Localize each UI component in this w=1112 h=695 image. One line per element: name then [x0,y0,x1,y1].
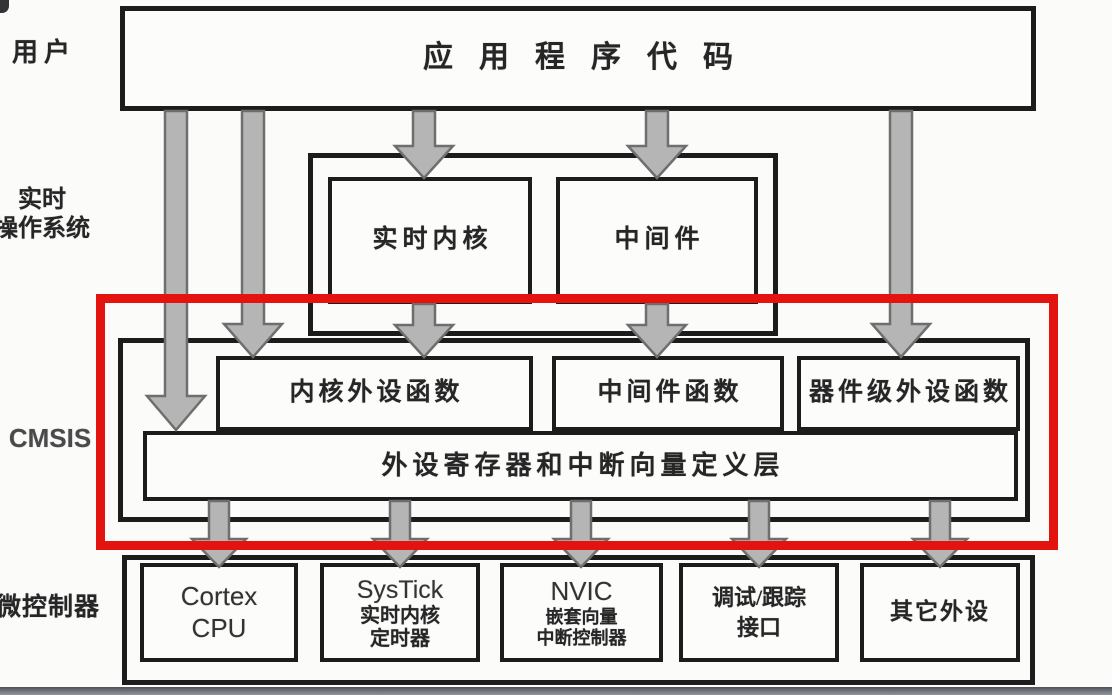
nvic-sublabel-line2: 中断控制器 [536,628,627,649]
register-to-other-peripherals-arrow-icon [910,499,970,569]
layer-label-user: 用户 [11,38,76,67]
layer-label-rtos-line2: 操作系统 [0,216,90,242]
middleware-functions-label: 中间件函数 [597,379,743,407]
layer-label-microcontroller: 微控制器 [0,594,100,621]
systick-timer-box: SysTick 实时内核 定时器 [320,563,480,662]
other-peripherals-label: 其它外设 [890,599,990,625]
register-to-cortex-arrow-icon [189,499,249,569]
cortex-cpu-box: Cortex CPU [140,563,298,662]
nvic-sublabel-line1: 嵌套向量 [545,607,618,628]
video-bottom-band [0,687,1112,695]
register-to-debug-arrow-icon [729,499,789,569]
debug-trace-interface-box: 调试/跟踪 接口 [679,563,839,662]
other-peripherals-box: 其它外设 [860,563,1020,662]
user-to-register-layer-arrow-icon [144,109,208,432]
application-code-box: 应用程序代码 [120,6,1036,111]
layer-label-cmsis: CMSIS [8,423,92,453]
user-to-core-functions-arrow-icon [221,109,285,359]
systick-sublabel-line2: 定时器 [370,627,430,650]
systick-sublabel-line1: 实时内核 [360,604,440,627]
app-to-middleware-arrow-icon [625,109,689,180]
device-peripheral-functions-label: 器件级外设函数 [808,379,1012,407]
peripheral-register-layer-box: 外设寄存器和中断向量定义层 [143,431,1018,501]
peripheral-register-layer-label: 外设寄存器和中断向量定义层 [381,451,785,481]
middleware-label: 中间件 [614,226,705,254]
device-peripheral-functions-box: 器件级外设函数 [797,356,1020,431]
systick-label: SysTick [356,575,444,604]
debug-trace-label-line1: 调试/跟踪 [711,584,807,610]
corner-artifact [0,0,9,13]
core-peripheral-functions-box: 内核外设函数 [216,356,533,431]
application-code-label: 应用程序代码 [423,41,759,75]
cortex-cpu-label-line2: CPU [191,612,247,643]
app-to-device-functions-arrow-icon [869,109,933,359]
cmsis-highlight-rectangle [96,294,1058,550]
debug-trace-label-line2: 接口 [736,614,781,640]
middleware-to-middleware-functions-arrow-icon [625,302,689,359]
rtos-kernel-label: 实时内核 [372,226,493,254]
layer-label-rtos: 实时 操作系统 [0,186,100,244]
nvic-box: NVIC 嵌套向量 中断控制器 [500,563,663,662]
core-peripheral-functions-label: 内核外设函数 [289,379,464,407]
cortex-cpu-label-line1: Cortex [180,581,258,612]
register-to-systick-arrow-icon [370,499,430,569]
rtos-kernel-to-core-functions-arrow-icon [392,302,456,359]
middleware-functions-box: 中间件函数 [552,356,784,431]
register-to-nvic-arrow-icon [551,499,611,569]
layer-label-rtos-line1: 实时 [18,187,66,213]
app-to-rtos-kernel-arrow-icon [392,109,456,180]
nvic-label: NVIC [550,576,613,607]
